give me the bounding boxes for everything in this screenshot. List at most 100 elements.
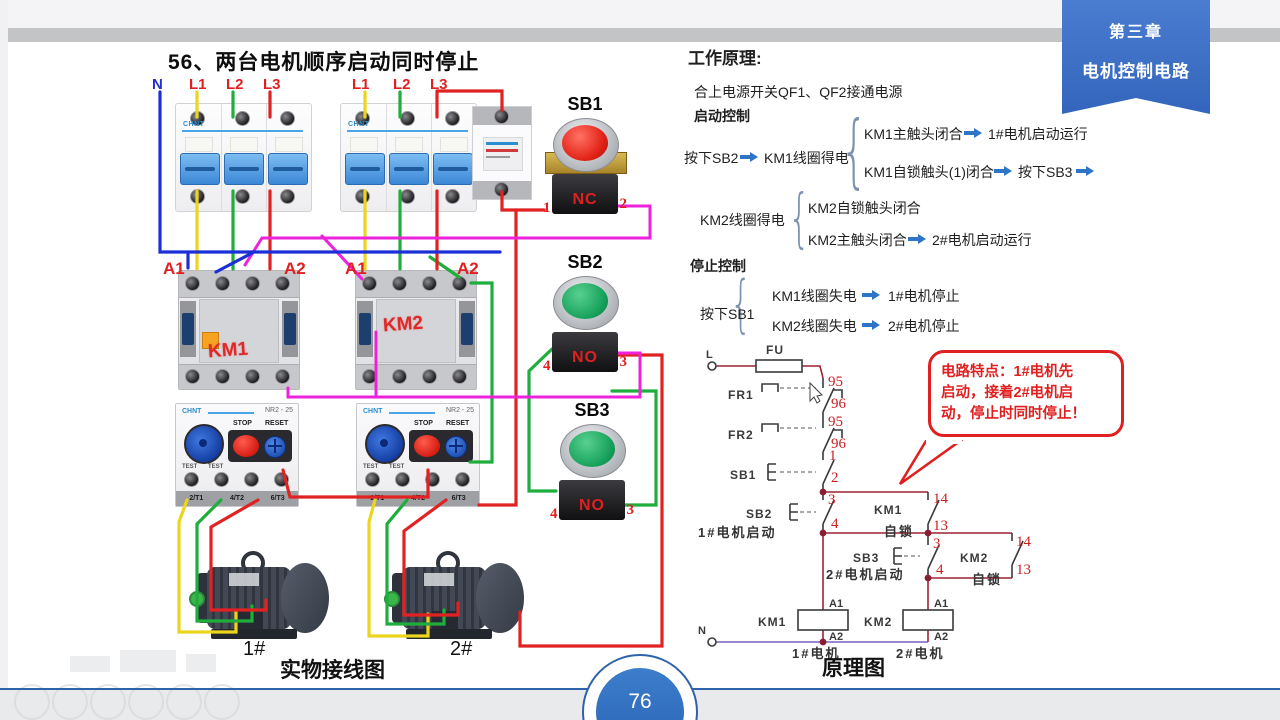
breaker-stripe bbox=[182, 130, 303, 132]
sb2-contact-type: NO bbox=[572, 349, 598, 366]
breaker-handle[interactable] bbox=[224, 153, 264, 185]
press-sb1: 按下SB1 bbox=[700, 306, 755, 322]
sb1-contact-type: NC bbox=[572, 191, 598, 208]
watermark-circle bbox=[204, 684, 240, 720]
sch-selflock1-label: 自锁 bbox=[884, 524, 914, 539]
relay-dial[interactable] bbox=[184, 424, 224, 464]
schematic-caption: 原理图 bbox=[822, 657, 885, 680]
breaker-brand: CHNT bbox=[348, 121, 370, 128]
relay-test-label: TEST bbox=[363, 464, 379, 470]
sch-km1-coil-label: KM1 bbox=[758, 615, 786, 629]
sb1-label: SB1 bbox=[567, 94, 603, 114]
sch-a1-label: A1 bbox=[934, 598, 948, 610]
terminal-screw bbox=[235, 111, 250, 126]
sch-km2-contact-label: KM2 bbox=[960, 551, 988, 565]
breaker-separator bbox=[266, 104, 267, 211]
relay-stripe bbox=[389, 412, 435, 414]
terminal-screw bbox=[215, 369, 230, 384]
sch-num-4: 4 bbox=[936, 562, 944, 578]
contactor-latch bbox=[182, 313, 194, 345]
sb3-bezel bbox=[560, 424, 626, 478]
sch-num-3: 3 bbox=[828, 492, 836, 508]
terminal-screw bbox=[392, 276, 407, 291]
contactor-latch bbox=[284, 313, 296, 345]
breaker-tag bbox=[275, 137, 303, 152]
terminal-screw bbox=[184, 472, 199, 487]
contactor-side bbox=[459, 301, 475, 357]
contactor-name: KM1 bbox=[207, 338, 249, 363]
relay-model: NR2 - 25 bbox=[445, 407, 474, 414]
sb2-terminal-3: 3 bbox=[619, 354, 628, 370]
sch-start2-label: 2#电机启动 bbox=[826, 567, 904, 582]
sch-sb1-label: SB1 bbox=[730, 468, 756, 482]
principle-heading: 工作原理: bbox=[688, 49, 762, 68]
contactor-side bbox=[180, 301, 196, 357]
chapter-number: 第三章 bbox=[1108, 24, 1163, 41]
breaker-handle[interactable] bbox=[389, 153, 429, 185]
terminal-screw bbox=[422, 369, 437, 384]
sch-num-96: 96 bbox=[831, 396, 847, 412]
relay-test-label: TEST bbox=[208, 464, 224, 470]
terminal-screw bbox=[190, 189, 205, 204]
watermark-circle bbox=[128, 684, 164, 720]
sb2-terminal-4: 4 bbox=[543, 358, 551, 374]
circuit-breaker-qf2: CHNT bbox=[340, 103, 477, 212]
relay-brand: CHNT bbox=[363, 408, 383, 415]
chapter-title: 电机控制电路 bbox=[1082, 62, 1190, 81]
terminal-screw bbox=[245, 276, 260, 291]
terminal-screw bbox=[494, 109, 509, 124]
principle-start-section: 启动控制 bbox=[694, 108, 750, 124]
relay-button-panel bbox=[228, 430, 292, 462]
breaker-handle[interactable] bbox=[180, 153, 220, 185]
motor-nameplate bbox=[229, 573, 259, 586]
km1-coil-on: KM1线圈得电 bbox=[764, 150, 849, 166]
sb1-terminal-2: 2 bbox=[619, 196, 628, 212]
sb2-bezel bbox=[553, 276, 619, 330]
contactor-latch bbox=[359, 313, 371, 345]
contactor-km1: KM1 bbox=[178, 270, 300, 390]
din-label-line bbox=[486, 156, 510, 158]
relay-terminal-label: 4/T2 bbox=[229, 495, 244, 502]
terminal-screw bbox=[445, 189, 460, 204]
flow-arrow-icon bbox=[862, 320, 880, 330]
terminal-screw bbox=[214, 472, 229, 487]
relay-stop-button[interactable] bbox=[414, 435, 440, 457]
relay-terminal-label: 2/T1 bbox=[370, 495, 385, 502]
relay-stripe bbox=[208, 412, 254, 414]
km2-a1-label: A1 bbox=[345, 259, 367, 278]
sb2-contact-block: NO bbox=[552, 332, 618, 372]
din-label-line bbox=[486, 149, 518, 152]
sb3-green-button[interactable] bbox=[569, 431, 615, 467]
relay-stop-label: STOP bbox=[414, 420, 433, 427]
terminal-screw bbox=[275, 369, 290, 384]
terminal-screw bbox=[392, 369, 407, 384]
breaker-separator bbox=[431, 104, 432, 211]
relay-reset-button[interactable] bbox=[264, 436, 286, 458]
breaker-handle[interactable] bbox=[345, 153, 385, 185]
terminal-screw bbox=[355, 189, 370, 204]
breaker-separator bbox=[221, 104, 222, 211]
relay-reset-label: RESET bbox=[446, 420, 470, 427]
terminal-screw bbox=[362, 276, 377, 291]
sb1-red-button[interactable] bbox=[562, 125, 608, 161]
relay-reset-button[interactable] bbox=[445, 436, 467, 458]
watermark-circle bbox=[52, 684, 88, 720]
relay-stop-button[interactable] bbox=[233, 435, 259, 457]
motor-shaft bbox=[189, 591, 205, 607]
breaker-handle[interactable] bbox=[433, 153, 473, 185]
thermal-relay-fr2: CHNT NR2 - 25 STOP RESET TEST TEST 2/T1 … bbox=[356, 403, 480, 507]
watermark-circle bbox=[166, 684, 202, 720]
contactor-name: KM2 bbox=[382, 312, 424, 337]
callout-line: 动，停止时同时停止！ bbox=[941, 406, 1086, 423]
breaker-handle[interactable] bbox=[268, 153, 308, 185]
sb2-green-button[interactable] bbox=[562, 283, 608, 319]
relay-dial[interactable] bbox=[365, 424, 405, 464]
motor-bell bbox=[281, 563, 329, 633]
contactor-side bbox=[282, 301, 298, 357]
callout-line: 启动，接着2#电机启 bbox=[941, 385, 1074, 402]
sch-selflock2-label: 自锁 bbox=[972, 572, 1002, 587]
motor-2 bbox=[384, 551, 530, 651]
motor-base bbox=[406, 629, 492, 639]
terminal-screw bbox=[400, 111, 415, 126]
